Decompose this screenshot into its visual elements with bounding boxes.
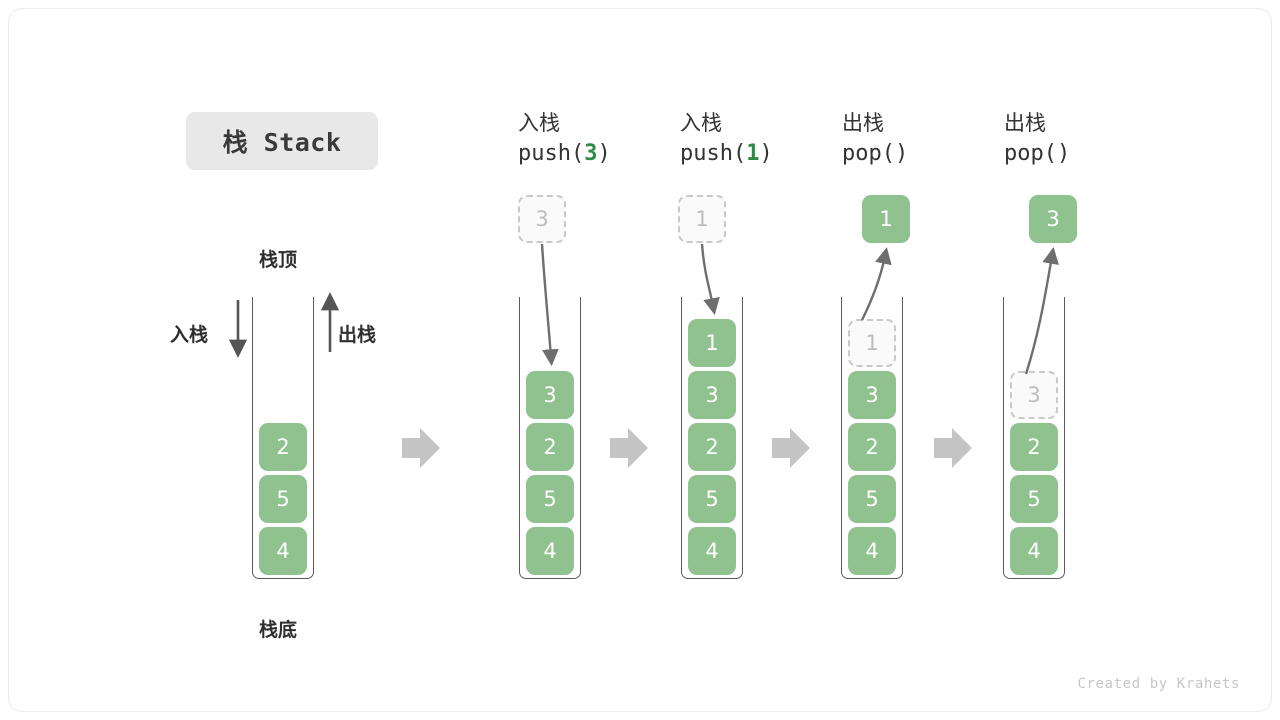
stack-cell: 4 (1010, 527, 1058, 575)
stack-cell: 2 (848, 423, 896, 471)
step-op-label: 出栈 (1004, 111, 1046, 135)
step-op-code: pop() (1004, 138, 1184, 170)
stack-cell: 2 (688, 423, 736, 471)
stack-bottom (841, 551, 903, 579)
stack-bottom (252, 551, 314, 579)
code-suffix: ) (597, 141, 611, 166)
removed-ghost-cell: 3 (1010, 371, 1058, 419)
stack-wall-left (252, 297, 253, 565)
code-arg: 1 (746, 141, 760, 166)
stack-cell: 5 (259, 475, 307, 523)
step-op-code: push(3) (518, 138, 698, 170)
stack-cell: 4 (259, 527, 307, 575)
stack-cell: 4 (848, 527, 896, 575)
step-op-code: pop() (842, 138, 1022, 170)
step-header-pop-3: 出栈 pop() (1004, 108, 1184, 170)
code-prefix: push( (680, 141, 747, 166)
stack-cell: 2 (259, 423, 307, 471)
stack-cell: 2 (1010, 423, 1058, 471)
step-op-code: push(1) (680, 138, 860, 170)
outgoing-popped-cell: 3 (1029, 195, 1077, 243)
stack-bottom (519, 551, 581, 579)
stack-container-initial (252, 297, 314, 579)
stack-bottom (1003, 551, 1065, 579)
stack-cell: 4 (526, 527, 574, 575)
code-suffix: ) (894, 141, 909, 166)
push-direction-label: 入栈 (170, 324, 209, 346)
code-suffix: ) (759, 141, 773, 166)
incoming-ghost-cell: 3 (518, 195, 566, 243)
stack-wall-left (519, 297, 520, 565)
stack-cell: 5 (688, 475, 736, 523)
stack-container-pop-1 (841, 297, 903, 579)
stack-container-pop-3 (1003, 297, 1065, 579)
stack-bottom-label: 栈底 (259, 619, 298, 641)
code-prefix: pop( (842, 141, 895, 166)
step-header-pop-1: 出栈 pop() (842, 108, 1022, 170)
incoming-ghost-cell: 1 (678, 195, 726, 243)
stack-wall-left (681, 297, 682, 565)
footer-credit: Created by Krahets (1077, 676, 1240, 692)
stack-cell: 5 (526, 475, 574, 523)
step-op-label: 入栈 (680, 111, 722, 135)
code-prefix: push( (518, 141, 585, 166)
stack-cell: 5 (1010, 475, 1058, 523)
stack-wall-right (313, 297, 314, 565)
removed-ghost-cell: 1 (848, 319, 896, 367)
pop-direction-label: 出栈 (338, 324, 377, 346)
stack-container-push-3 (519, 297, 581, 579)
stack-bottom (681, 551, 743, 579)
stack-cell: 5 (848, 475, 896, 523)
stack-container-push-1 (681, 297, 743, 579)
stack-cell: 3 (848, 371, 896, 419)
title-badge: 栈 Stack (186, 112, 378, 170)
stack-cell: 3 (688, 371, 736, 419)
code-arg: 3 (584, 141, 598, 166)
stack-wall-right (580, 297, 581, 565)
stack-wall-left (841, 297, 842, 565)
stack-wall-left (1003, 297, 1004, 565)
stack-top-label: 栈顶 (259, 249, 298, 271)
step-header-push-1: 入栈 push(1) (680, 108, 860, 170)
stack-cell: 2 (526, 423, 574, 471)
stack-wall-right (1064, 297, 1065, 565)
stack-cell: 3 (526, 371, 574, 419)
code-suffix: ) (1056, 141, 1071, 166)
outgoing-popped-cell: 1 (862, 195, 910, 243)
code-prefix: pop( (1004, 141, 1057, 166)
step-op-label: 出栈 (842, 111, 884, 135)
step-op-label: 入栈 (518, 111, 560, 135)
stack-cell: 1 (688, 319, 736, 367)
stack-wall-right (902, 297, 903, 565)
step-header-push-3: 入栈 push(3) (518, 108, 698, 170)
stack-cell: 4 (688, 527, 736, 575)
stack-wall-right (742, 297, 743, 565)
